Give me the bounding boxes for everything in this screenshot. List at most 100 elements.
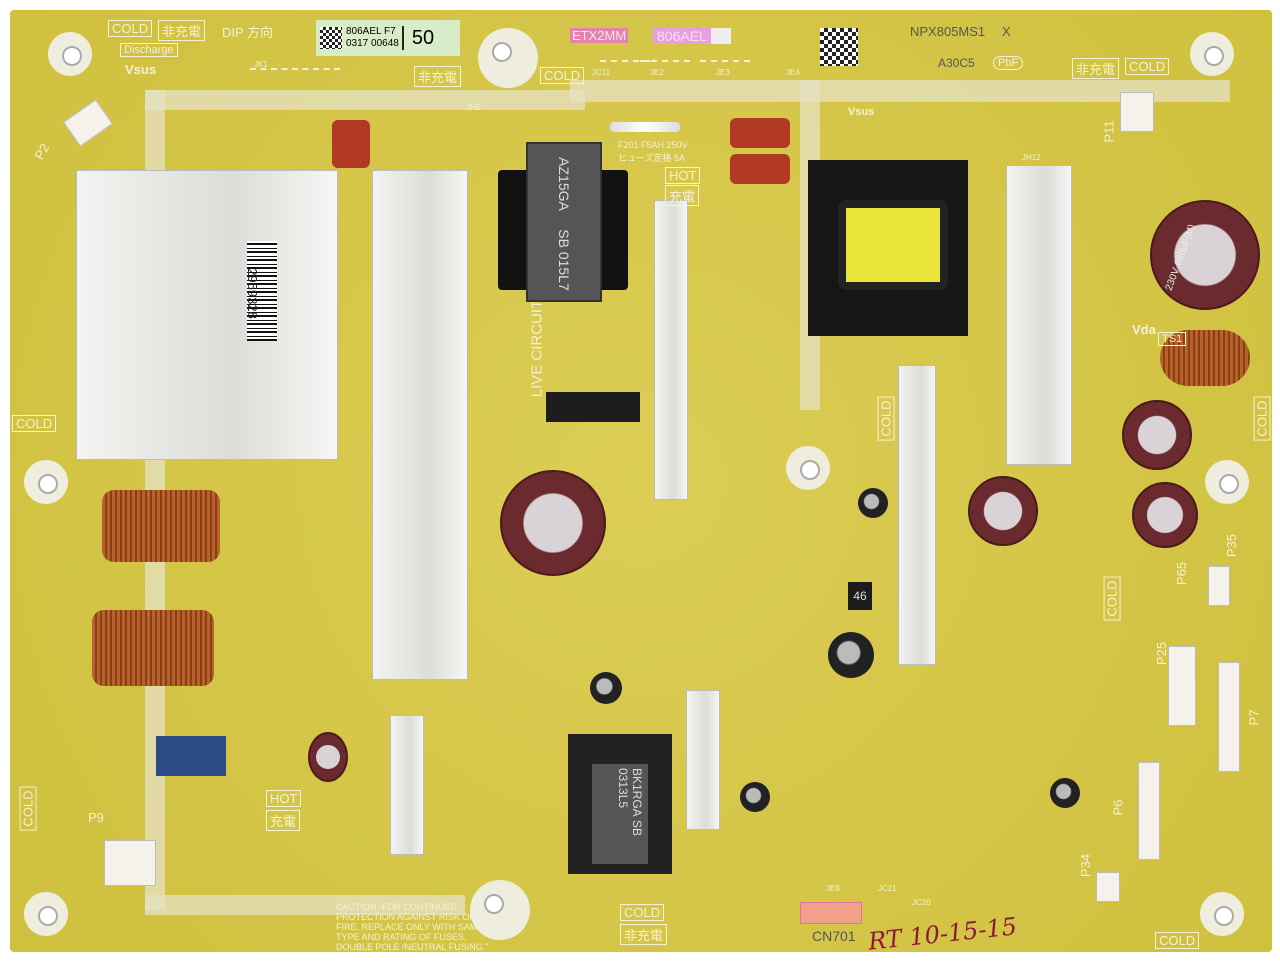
transformer-label-2: SB 015L7 — [556, 229, 572, 291]
heatsink — [372, 170, 468, 680]
jumper-label: JE4 — [786, 68, 800, 77]
transformer-label-1: AZ15GA — [555, 157, 572, 211]
jumper — [250, 68, 340, 72]
electrolytic-capacitor — [968, 476, 1038, 546]
revision-mark: X — [1002, 24, 1011, 39]
jumper-label: JE8 — [826, 884, 840, 893]
part-number: NPX805MS1 — [910, 24, 986, 39]
heatsink — [898, 365, 936, 665]
small-capacitor — [590, 672, 622, 704]
connector-p2[interactable] — [63, 99, 113, 147]
electrolytic-capacitor: 230V 680µF(M) — [1150, 200, 1260, 310]
barcode — [247, 241, 277, 341]
barcode-number: 2959328 — [244, 268, 260, 319]
non-charged-label: 非充電 — [414, 66, 462, 87]
qr-code-icon — [320, 27, 342, 49]
small-capacitor — [858, 488, 888, 518]
connector-p25[interactable] — [1168, 646, 1196, 726]
common-mode-choke — [92, 610, 214, 686]
pbf-mark: PbF — [993, 56, 1024, 70]
jumper-label: JE2 — [650, 68, 664, 77]
jumper — [700, 60, 750, 64]
connector-cn701[interactable] — [800, 902, 862, 924]
fuse — [610, 122, 680, 132]
film-capacitor — [730, 154, 790, 184]
model-label: 806AEL — [653, 28, 711, 44]
board-code: A30C5 — [938, 56, 975, 70]
caution-text: CAUTION -FOR CONTINUED PROTECTION AGAINS… — [336, 902, 489, 952]
jumper-label: JC20 — [912, 898, 931, 907]
electrolytic-capacitor — [500, 470, 606, 576]
electrolytic-capacitor — [1122, 400, 1192, 470]
cold-label: COLD — [1125, 58, 1170, 75]
handwritten-note: RT 10-15-15 — [866, 912, 1019, 956]
mounting-hole — [1200, 892, 1244, 936]
connector-p34[interactable] — [1096, 872, 1120, 902]
charged-label: 充電 — [266, 810, 301, 831]
cold-label: COLD — [108, 20, 153, 37]
cold-label: COLD — [1103, 576, 1121, 621]
fuse-rating-label: F201 F5AH 250V — [618, 140, 688, 150]
mounting-hole — [1190, 32, 1234, 76]
live-circuit-label: LIVE CIRCUIT — [528, 299, 546, 398]
jumper-label: JK1 — [254, 60, 268, 69]
connector-label: P25 — [1154, 641, 1170, 666]
pcb-board: COLD 非充電 DIP 方向 Discharge Vsus 806AEL F7… — [10, 10, 1272, 956]
vsus-label: Vsus — [848, 106, 875, 118]
mounting-hole — [1205, 460, 1249, 504]
connector-p9[interactable] — [104, 840, 156, 886]
discharge-label: Discharge — [120, 43, 178, 57]
electrolytic-capacitor — [308, 732, 348, 782]
connector-p11[interactable] — [1120, 92, 1154, 132]
jumper-label: JC11 — [592, 68, 611, 77]
heatsink — [654, 200, 688, 500]
connector-label: P65 — [1174, 561, 1190, 586]
transformer-label-1: BK1RGA — [630, 768, 644, 817]
non-charged-label: 非充電 — [1072, 58, 1120, 79]
mounting-hole — [24, 460, 68, 504]
cold-label: COLD — [12, 415, 57, 432]
heatsink: 2959328 — [76, 170, 338, 460]
jumper-label: JH5 — [466, 103, 481, 112]
vda-label: Vda — [1132, 322, 1156, 337]
connector-label: P9 — [88, 810, 104, 825]
cold-label: COLD — [540, 67, 585, 84]
mounting-hole — [470, 880, 530, 940]
non-charged-label: 非充電 — [158, 20, 206, 41]
cold-label: COLD — [877, 396, 895, 441]
connector-p6[interactable] — [1138, 762, 1160, 860]
sticker-line2: 0317 00648 — [346, 38, 399, 49]
connector-label: P35 — [1224, 533, 1240, 558]
non-charged-label: 非充電 — [620, 924, 668, 945]
capacitor-rating: 230V 680µF(M) — [1163, 222, 1198, 293]
jumper-label: JH12 — [1022, 153, 1041, 162]
ts1-label: TS1 — [1158, 332, 1187, 346]
connector-label: P7 — [1246, 709, 1262, 726]
heatsink — [1006, 165, 1072, 465]
transformer — [808, 160, 968, 336]
data-matrix-code — [820, 28, 858, 66]
hot-label: HOT — [266, 790, 302, 807]
sticker-line1: 806AEL F7 — [346, 26, 396, 37]
heatsink — [390, 715, 424, 855]
jumper-label: JC21 — [878, 884, 897, 893]
x-capacitor — [156, 736, 226, 776]
toroid-inductor — [1160, 330, 1250, 386]
small-capacitor — [1050, 778, 1080, 808]
etx-label: ETX2MM — [570, 28, 629, 43]
jumper — [640, 60, 690, 64]
connector-p35[interactable] — [1208, 566, 1230, 606]
charged-label: 充電 — [665, 185, 700, 206]
trace — [570, 80, 1230, 102]
transformer: AZ15GA SB 015L7 — [498, 142, 628, 302]
transformer-label-2: SB 0313L5 — [616, 768, 644, 837]
mounting-hole — [786, 446, 830, 490]
sticker-number: 50 — [411, 26, 435, 49]
small-capacitor — [740, 782, 770, 812]
film-capacitor — [332, 120, 370, 168]
common-mode-choke — [102, 490, 220, 562]
dip-direction-label: DIP 方向 — [222, 25, 274, 40]
cold-label: COLD — [19, 786, 37, 831]
connector-p7[interactable] — [1218, 662, 1240, 772]
cold-label: COLD — [620, 904, 665, 921]
